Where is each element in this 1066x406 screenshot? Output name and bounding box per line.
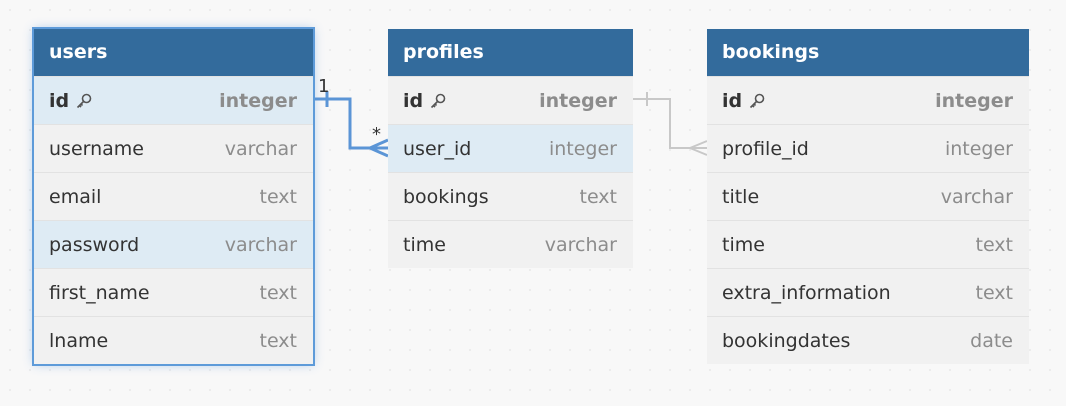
- field-name: time: [403, 233, 446, 256]
- field-row[interactable]: profile_id integer: [707, 124, 1029, 172]
- field-type: varchar: [544, 233, 617, 256]
- field-name: user_id: [403, 137, 472, 160]
- field-row[interactable]: id integer: [34, 76, 313, 124]
- key-icon: [748, 92, 766, 110]
- field-name: email: [49, 185, 102, 208]
- field-row[interactable]: bookings text: [388, 172, 633, 220]
- field-name: extra_information: [722, 281, 891, 304]
- field-row[interactable]: time text: [707, 220, 1029, 268]
- table-header-profiles[interactable]: profiles: [388, 29, 633, 76]
- field-type: date: [970, 329, 1013, 352]
- table-bookings[interactable]: bookings id integer profile_id integer t…: [707, 29, 1029, 364]
- field-type: text: [259, 185, 298, 208]
- field-type: varchar: [224, 233, 297, 256]
- field-name: profile_id: [722, 137, 809, 160]
- field-name: id: [722, 89, 743, 112]
- field-type: varchar: [940, 185, 1013, 208]
- cardinality-many-label: *: [372, 124, 381, 145]
- field-type: text: [579, 185, 618, 208]
- field-type: text: [259, 281, 298, 304]
- field-name: password: [49, 233, 140, 256]
- field-name: lname: [49, 329, 109, 352]
- field-row[interactable]: username varchar: [34, 124, 313, 172]
- field-type: integer: [935, 89, 1013, 112]
- field-type: integer: [219, 89, 297, 112]
- field-row[interactable]: id integer: [388, 76, 633, 124]
- field-row[interactable]: extra_information text: [707, 268, 1029, 316]
- field-name: id: [49, 89, 70, 112]
- field-row[interactable]: password varchar: [34, 220, 313, 268]
- field-row[interactable]: time varchar: [388, 220, 633, 268]
- field-name: id: [403, 89, 424, 112]
- many-marker-inactive: [689, 140, 708, 156]
- field-row[interactable]: bookingdates date: [707, 316, 1029, 364]
- table-users[interactable]: users id integer username varchar email …: [32, 27, 315, 366]
- field-name: time: [722, 233, 765, 256]
- key-icon: [429, 92, 447, 110]
- field-type: text: [975, 233, 1014, 256]
- key-icon: [75, 92, 93, 110]
- table-profiles[interactable]: profiles id integer user_id integer book…: [388, 29, 633, 268]
- field-name: bookingdates: [722, 329, 851, 352]
- field-name: username: [49, 137, 144, 160]
- field-type: text: [975, 281, 1014, 304]
- table-header-bookings[interactable]: bookings: [707, 29, 1029, 76]
- table-header-users[interactable]: users: [34, 29, 313, 76]
- field-row[interactable]: first_name text: [34, 268, 313, 316]
- field-type: text: [259, 329, 298, 352]
- field-type: varchar: [224, 137, 297, 160]
- field-type: integer: [548, 137, 617, 160]
- field-row[interactable]: email text: [34, 172, 313, 220]
- field-name: first_name: [49, 281, 150, 304]
- many-marker: [369, 138, 389, 158]
- field-type: integer: [539, 89, 617, 112]
- field-row[interactable]: id integer: [707, 76, 1029, 124]
- relation-users-profiles[interactable]: [314, 97, 388, 150]
- field-row[interactable]: title varchar: [707, 172, 1029, 220]
- relation-profiles-bookings[interactable]: [632, 98, 707, 149]
- field-row[interactable]: lname text: [34, 316, 313, 364]
- field-type: integer: [944, 137, 1013, 160]
- field-name: bookings: [403, 185, 489, 208]
- cardinality-one-label: 1: [318, 76, 330, 97]
- field-name: title: [722, 185, 760, 208]
- field-row[interactable]: user_id integer: [388, 124, 633, 172]
